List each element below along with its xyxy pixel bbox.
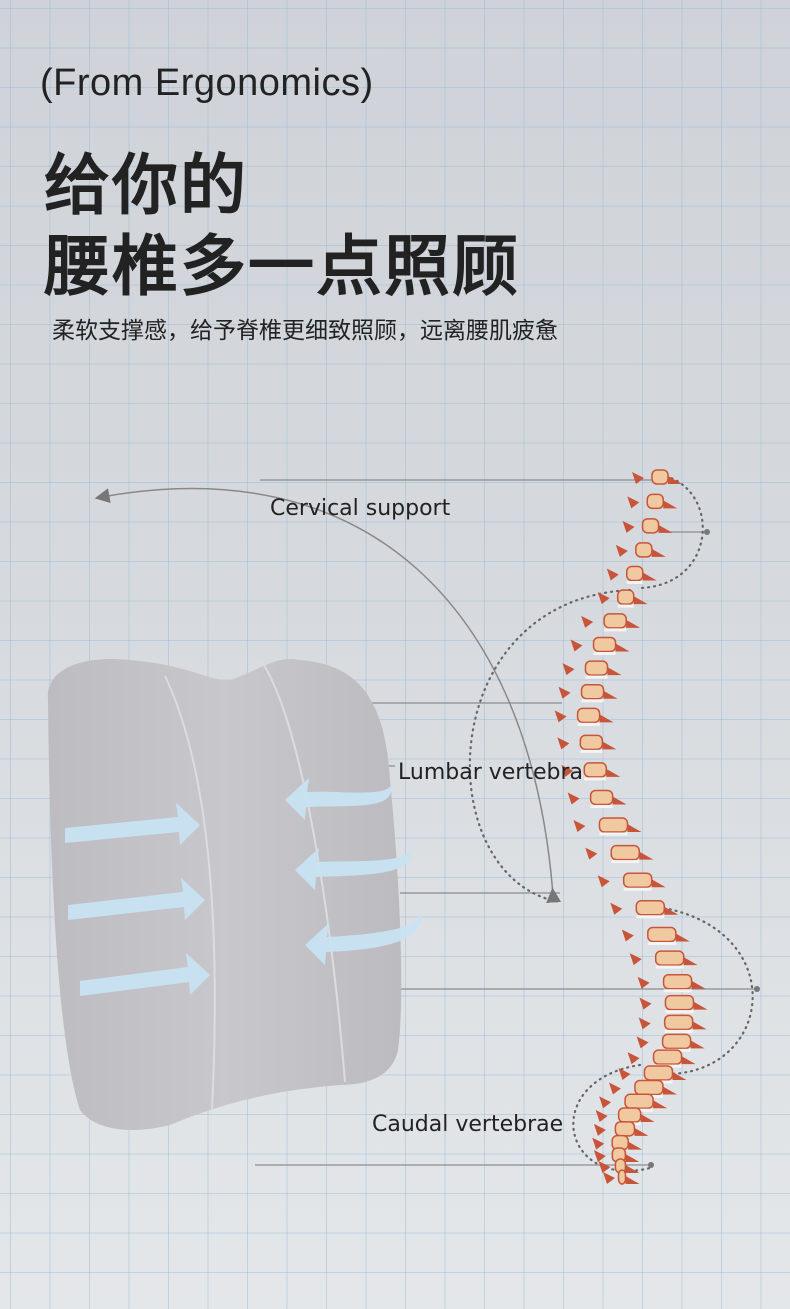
- vertebra: [562, 660, 622, 679]
- vertebra: [585, 844, 654, 864]
- curve-arrow: [94, 487, 562, 904]
- arrow-right-icon: [80, 953, 210, 996]
- vertebra: [629, 950, 698, 969]
- pressure-arrows: [65, 778, 422, 996]
- vertebra: [610, 900, 679, 919]
- vertebra: [615, 542, 666, 558]
- title-line-1: 给你的: [44, 147, 248, 224]
- title-line-2: 腰椎多一点照顾: [44, 228, 520, 305]
- vertebra: [627, 1049, 696, 1068]
- vertebra: [639, 994, 708, 1014]
- spine-illustration: [554, 469, 708, 1185]
- vertebra: [627, 493, 678, 510]
- label-cervical: Cervical support: [270, 496, 451, 521]
- lumbar-cushion: [47, 659, 402, 1130]
- vertebra: [621, 926, 690, 945]
- label-lumbar: Lumbar vertebra: [398, 760, 583, 785]
- arrow-right-icon: [68, 878, 205, 920]
- vertebra: [597, 872, 666, 891]
- vertebra: [622, 518, 673, 534]
- description: 柔软支撑感，给予脊椎更细致照顾，远离腰肌疲惫: [52, 318, 558, 344]
- vertebra: [632, 469, 682, 485]
- vertebra: [606, 565, 657, 585]
- vertebra: [603, 1169, 640, 1185]
- label-caudal: Caudal vertebrae: [372, 1112, 564, 1137]
- vertebra: [637, 973, 706, 993]
- vertebra: [570, 636, 630, 655]
- vertebra: [554, 707, 614, 726]
- arrow-left-icon: [305, 908, 422, 965]
- vertebra: [567, 789, 627, 808]
- vertebra: [573, 817, 642, 836]
- arrow-right-icon: [65, 803, 200, 845]
- vertebra: [618, 1065, 687, 1084]
- arrow-left-icon: [295, 843, 412, 890]
- vertebra: [581, 613, 641, 632]
- vertebra: [636, 1033, 705, 1052]
- subtitle: (From Ergonomics): [40, 62, 374, 104]
- vertebra: [638, 1014, 707, 1033]
- vertebra: [558, 683, 618, 703]
- vertebra: [557, 734, 617, 753]
- vertebra: [561, 762, 621, 781]
- vertebra: [593, 1147, 640, 1163]
- arrow-left-icon: [285, 778, 392, 820]
- vertebra: [597, 589, 648, 608]
